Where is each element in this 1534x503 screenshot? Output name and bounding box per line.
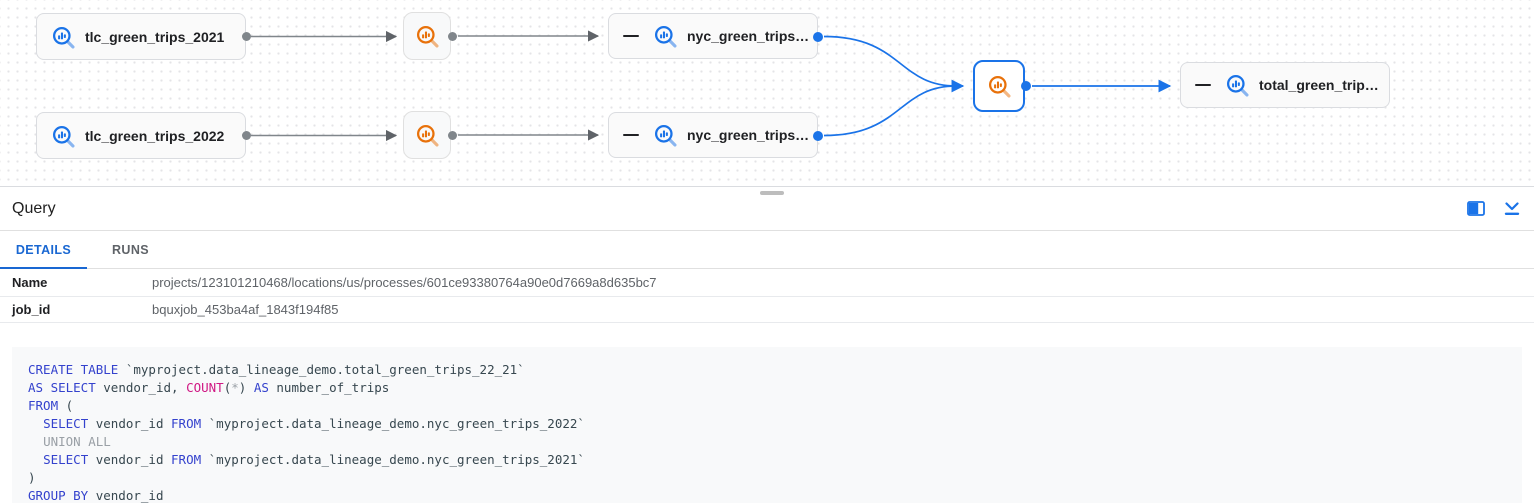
node-tlc-green-trips-2022[interactable]: tlc_green_trips_2022 xyxy=(36,112,246,159)
panel-resize-handle[interactable] xyxy=(760,191,784,195)
process-node-2[interactable] xyxy=(403,111,451,159)
sql-code-line: UNION ALL xyxy=(43,434,111,449)
tab-details[interactable]: DETAILS xyxy=(0,231,87,269)
query-process-icon xyxy=(416,25,439,48)
collapse-node-icon[interactable] xyxy=(1195,83,1211,87)
node-label: nyc_green_trips… xyxy=(687,127,810,143)
sql-code-line: SELECT vendor_id FROM `myproject.data_li… xyxy=(43,452,585,467)
panel-tabs: DETAILS RUNS xyxy=(0,231,1534,269)
detail-row-name: Name projects/123101210468/locations/us/… xyxy=(0,269,1534,297)
query-process-icon xyxy=(416,124,439,147)
details-panel: Query DETAILS RUNS Name projects/1231012… xyxy=(0,186,1534,503)
process-node-selected[interactable] xyxy=(973,60,1025,112)
bigquery-table-icon xyxy=(654,124,677,147)
lineage-edges xyxy=(251,30,1172,142)
query-process-icon xyxy=(988,75,1011,98)
node-label: tlc_green_trips_2022 xyxy=(85,127,225,144)
bigquery-table-icon xyxy=(52,26,75,49)
port-dot-selected xyxy=(1021,81,1031,91)
detail-value: projects/123101210468/locations/us/proce… xyxy=(152,275,657,290)
open-in-side-panel-button[interactable] xyxy=(1466,199,1486,219)
sql-code-line: GROUP BY vendor_id xyxy=(28,488,164,503)
node-nyc-green-trips-bottom[interactable]: nyc_green_trips… xyxy=(608,112,818,158)
node-tlc-green-trips-2021[interactable]: tlc_green_trips_2021 xyxy=(36,13,246,60)
tab-runs[interactable]: RUNS xyxy=(111,242,150,257)
bigquery-table-icon xyxy=(1226,74,1249,97)
lineage-graph-canvas[interactable]: tlc_green_trips_2021 tlc_green_trips_202… xyxy=(0,0,1534,186)
collapse-node-icon[interactable] xyxy=(623,34,639,38)
sql-code-line: ) xyxy=(28,470,36,485)
sql-code-line: FROM ( xyxy=(28,398,74,413)
detail-value: bquxjob_453ba4af_1843f194f85 xyxy=(152,302,339,317)
node-label: total_green_trip… xyxy=(1259,77,1379,93)
bigquery-table-icon xyxy=(52,125,75,148)
collapse-node-icon[interactable] xyxy=(623,133,639,137)
collapse-panel-button[interactable] xyxy=(1502,199,1522,219)
sql-code-line: SELECT vendor_id FROM `myproject.data_li… xyxy=(43,416,585,431)
split-panel-icon xyxy=(1467,201,1485,216)
port-dot xyxy=(448,31,457,41)
bigquery-table-icon xyxy=(654,25,677,48)
node-total-green-trips[interactable]: total_green_trip… xyxy=(1180,62,1390,108)
port-dot-selected xyxy=(813,130,823,141)
sql-code-line: AS SELECT vendor_id, COUNT(*) AS number_… xyxy=(28,380,390,395)
node-nyc-green-trips-top[interactable]: nyc_green_trips… xyxy=(608,13,818,59)
node-label: nyc_green_trips… xyxy=(687,28,810,44)
detail-row-job-id: job_id bquxjob_453ba4af_1843f194f85 xyxy=(0,297,1534,323)
detail-label: job_id xyxy=(12,302,51,317)
sql-code-line: CREATE TABLE `myproject.data_lineage_dem… xyxy=(28,362,525,377)
panel-title: Query xyxy=(12,199,56,217)
port-dot xyxy=(242,131,251,140)
sql-query-code: CREATE TABLE `myproject.data_lineage_dem… xyxy=(12,347,1522,503)
process-node-1[interactable] xyxy=(403,12,451,60)
port-dot xyxy=(242,32,251,41)
node-label: tlc_green_trips_2021 xyxy=(85,28,225,45)
panel-header: Query xyxy=(0,187,1534,231)
port-dot xyxy=(448,130,457,140)
collapse-panel-icon xyxy=(1504,201,1520,215)
port-dot-selected xyxy=(813,31,823,42)
detail-label: Name xyxy=(12,275,48,290)
